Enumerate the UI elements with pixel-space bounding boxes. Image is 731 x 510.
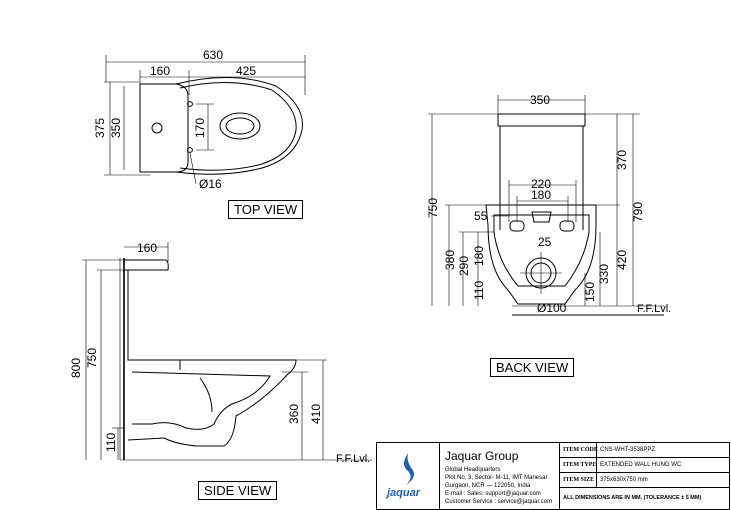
dim-110-back: 110 xyxy=(472,281,486,300)
item-size-row: ITEM SIZE 375x630x750 mm xyxy=(560,473,729,488)
dim-110-side: 110 xyxy=(104,433,118,452)
dim-55: 55 xyxy=(474,209,488,223)
dim-180-h: 180 xyxy=(531,188,551,202)
logo-text: jaquar xyxy=(387,487,421,499)
item-type-key: ITEM TYPE xyxy=(563,462,597,468)
tolerance-note: ALL DIMENSIONS ARE IN MM. (TOLERANCE ± 5… xyxy=(563,495,702,501)
dim-380: 380 xyxy=(443,250,457,270)
logo-cell: jaquar xyxy=(377,443,440,509)
dim-290: 290 xyxy=(457,256,471,276)
jaquar-logo-icon xyxy=(404,453,414,485)
floor-label-back: F.F.Lvl. xyxy=(637,303,671,315)
item-size-key: ITEM SIZE xyxy=(563,477,595,483)
dim-330: 330 xyxy=(597,264,611,284)
dim-750-side: 750 xyxy=(85,348,99,368)
dim-350-top: 350 xyxy=(109,118,123,138)
dim-25: 25 xyxy=(538,235,552,249)
dim-410: 410 xyxy=(309,404,323,424)
dim-160-top: 160 xyxy=(150,64,170,78)
dim-375: 375 xyxy=(93,118,107,138)
dim-350-back: 350 xyxy=(530,93,550,107)
dim-370: 370 xyxy=(615,150,629,170)
item-type-row: ITEM TYPE EXTENDED WALL HUNG WC xyxy=(560,458,729,473)
address-line-2: Gurgaon, NCR — 122050, India xyxy=(445,483,531,489)
item-code-value: CNS-WHT-3538PPZ xyxy=(600,447,656,453)
dim-dia100: Ø100 xyxy=(537,301,567,315)
dim-790: 790 xyxy=(631,202,645,222)
back-view-drawing: 350 220 180 55 25 750 380 xyxy=(426,93,671,316)
hq-label: Global Headquarters xyxy=(445,467,501,473)
floor-label-side: F.F.Lvl. xyxy=(336,453,370,465)
back-view-label: BACK VIEW xyxy=(490,358,575,377)
dim-dia16: Ø16 xyxy=(199,177,222,191)
item-info: ITEM CODE CNS-WHT-3538PPZ ITEM TYPE EXTE… xyxy=(560,443,729,509)
item-code-key: ITEM CODE xyxy=(563,447,598,453)
email-line: E-mail : Sales: support@jaquar.com xyxy=(445,491,541,497)
dim-360: 360 xyxy=(287,404,301,424)
dim-150: 150 xyxy=(583,282,597,302)
dim-800: 800 xyxy=(69,358,83,378)
top-view-drawing: 630 160 425 375 350 170 Ø16 xyxy=(93,48,306,191)
company-cell: Jaquar Group Global Headquarters Plot No… xyxy=(441,443,560,509)
dim-170: 170 xyxy=(193,118,207,138)
address-line-1: Plot No. 3, Sector- M-11, IMT Manesar xyxy=(445,475,548,481)
item-code-row: ITEM CODE CNS-WHT-3538PPZ xyxy=(560,443,729,458)
item-size-value: 375x630x750 mm xyxy=(600,477,648,483)
company-name: Jaquar Group xyxy=(445,449,519,463)
dim-750-back: 750 xyxy=(426,198,440,218)
title-block: jaquar Jaquar Group Global Headquarters … xyxy=(376,442,730,510)
dim-630: 630 xyxy=(203,48,223,62)
dim-420: 420 xyxy=(615,250,629,270)
dim-220: 220 xyxy=(531,177,551,191)
side-view-label: SIDE VIEW xyxy=(198,481,278,500)
top-view-label: TOP VIEW xyxy=(228,200,304,219)
service-line: Customer Service : service@jaquar.com xyxy=(445,499,553,505)
dim-160-side: 160 xyxy=(137,241,157,255)
dim-180-v: 180 xyxy=(472,246,486,266)
item-type-value: EXTENDED WALL HUNG WC xyxy=(600,462,682,468)
side-view-drawing: 160 800 750 110 360 410 F.F.Lvl. xyxy=(69,241,372,465)
dim-425: 425 xyxy=(236,64,256,78)
